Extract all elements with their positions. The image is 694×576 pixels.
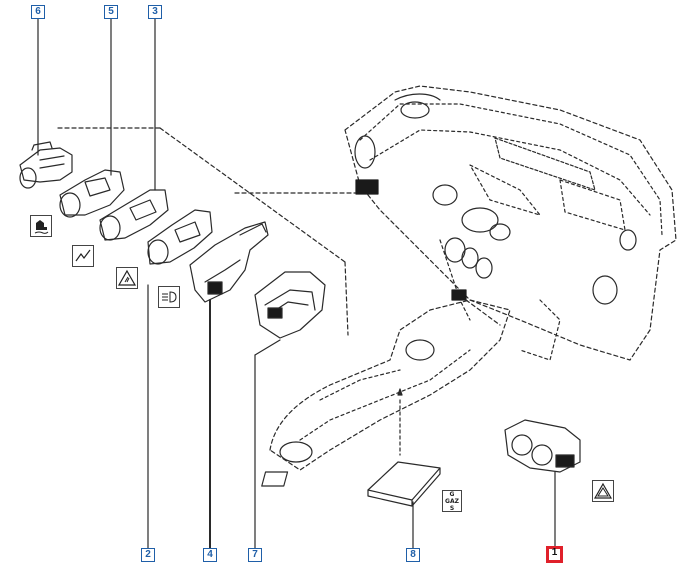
callout-8[interactable]: 8 xyxy=(406,548,420,562)
part-1-hazard-switch xyxy=(504,419,581,473)
hazard-triangle-icon xyxy=(592,480,614,502)
part-6-switch xyxy=(19,141,73,189)
gaz-line-3: S xyxy=(449,505,455,512)
part-3-switch xyxy=(99,189,169,241)
part-2-switch xyxy=(147,209,213,265)
lpg-fuel-icon: G GAZ S xyxy=(442,490,462,512)
part-8-card xyxy=(261,461,441,507)
part-4-switch xyxy=(189,221,269,303)
gaz-line-2: GAZ xyxy=(445,498,459,505)
gaz-line-1: G xyxy=(449,491,455,498)
part-7-switch xyxy=(254,271,326,339)
centre-console xyxy=(269,299,511,471)
leader-lines xyxy=(37,18,556,549)
dashed-group-lines xyxy=(57,127,501,336)
callout-5[interactable]: 5 xyxy=(104,5,118,19)
callout-3[interactable]: 3 xyxy=(148,5,162,19)
part-5-switch xyxy=(59,169,125,218)
headlamp-level-icon xyxy=(158,286,180,308)
callout-7[interactable]: 7 xyxy=(248,548,262,562)
traction-warning-icon xyxy=(116,267,138,289)
seat-heater-icon xyxy=(30,215,52,237)
dashboard-outline xyxy=(344,85,677,361)
wave-curve-icon xyxy=(72,245,94,267)
callout-4[interactable]: 4 xyxy=(203,548,217,562)
callout-6[interactable]: 6 xyxy=(31,5,45,19)
callout-1[interactable]: 1 xyxy=(546,546,563,563)
callout-2[interactable]: 2 xyxy=(141,548,155,562)
